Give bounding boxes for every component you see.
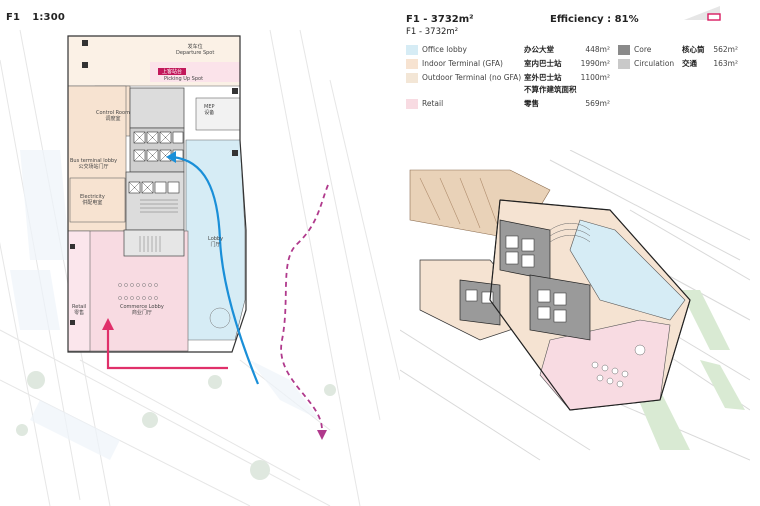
bus-terminal-lobby-label: Bus terminal lobby 公交场站门厅: [70, 158, 117, 170]
legend-swatch: [406, 73, 418, 83]
axo-lobby-stairs: [549, 223, 591, 243]
legend-item-retail: Retail 零售 569m²: [406, 98, 610, 110]
retail-flow-arrow: [106, 326, 228, 370]
legend-area: 448m²: [585, 45, 610, 54]
legend-cn: 核心筒: [682, 45, 705, 54]
axo-retail-seating: [591, 344, 646, 388]
axo-core-cells: [465, 235, 567, 323]
legend-area: 163m²: [713, 59, 738, 68]
legend-area: 1100m²: [580, 73, 610, 82]
departure-en: Departure Spot: [176, 50, 215, 56]
efficiency-label: Efficiency : 81%: [550, 14, 639, 25]
legend-item-office-lobby: Office lobby 办公大堂 448m²: [406, 44, 610, 56]
electricity-cn: 供配电室: [82, 200, 103, 206]
legend-swatch: [406, 99, 418, 109]
departure-cn: 发车位: [187, 44, 203, 50]
legend-en: Circulation: [634, 59, 675, 68]
mep-cn: 设备: [204, 110, 215, 116]
legend-item-indoor-terminal: Indoor Terminal (GFA) 室内巴士站 1990m²: [406, 58, 610, 70]
floor-area-subheading: F1 - 3732m²: [406, 27, 459, 37]
lobby-cn: 门厅: [210, 242, 221, 248]
bus-flow-arrow: [280, 184, 329, 431]
legend-swatch: [618, 45, 630, 55]
building: [67, 35, 247, 353]
plan-scale: 1:300: [32, 12, 66, 23]
legend-en: Outdoor Terminal (no GFA): [422, 73, 522, 82]
legend-area: 562m²: [713, 45, 738, 54]
control-room-label: Control Room 调度室: [96, 110, 130, 122]
control-room-cn: 调度室: [105, 116, 121, 122]
plan-floor-label: F1: [6, 12, 21, 23]
bus-flow-arrowhead: [317, 430, 327, 440]
legend-area: 1990m²: [580, 59, 610, 68]
trees: [16, 371, 336, 480]
core: [70, 40, 238, 325]
picking-up-cn-label: 上客站台: [158, 68, 187, 75]
legend-en: Indoor Terminal (GFA): [422, 59, 503, 68]
axonometric-view: [400, 150, 750, 461]
departure-spot-label: 发车位 Departure Spot: [176, 44, 214, 56]
retail-flow-arrowhead: [102, 318, 114, 330]
legend-cn: 室外巴士站: [524, 73, 562, 82]
lobby-label: Lobby 门厅: [208, 236, 223, 248]
legend-swatch: [618, 59, 630, 69]
legend-item-outdoor-terminal: Outdoor Terminal (no GFA) 室外巴士站 1100m² 不…: [406, 72, 610, 98]
legend-en: Core: [634, 45, 652, 54]
commerce-seating: [118, 283, 231, 329]
legend-note: 不算作建筑面积: [524, 85, 577, 94]
electricity-en: Electricity: [80, 194, 105, 200]
electricity-label: Electricity 供配电室: [80, 194, 105, 206]
legend-area: 569m²: [585, 99, 610, 108]
commerce-lobby-label: Commerce Lobby 商业门厅: [120, 304, 164, 316]
control-room-en: Control Room: [96, 110, 130, 116]
axo-office-lobby: [569, 219, 686, 321]
legend-cn: 交通: [682, 59, 697, 68]
legend-swatch: [406, 45, 418, 55]
bus-lobby-en: Bus terminal lobby: [70, 158, 118, 164]
mep-en: MEP: [204, 104, 215, 110]
office-flow-arrowhead: [166, 151, 176, 163]
plan-title: F1 1:300: [6, 12, 77, 23]
axo-outline: [489, 199, 691, 411]
retail-cn: 零售: [74, 310, 85, 316]
legend-en: Retail: [422, 99, 444, 108]
retail-label: Retail 零售: [72, 304, 86, 316]
legend-swatch: [406, 59, 418, 69]
legend-item-circulation: Circulation 交通 163m²: [618, 58, 738, 70]
legend-en: Office lobby: [422, 45, 467, 54]
floor-plan: [0, 29, 400, 506]
mep-label: MEP 设备: [204, 104, 215, 116]
north-arrow-icon: [684, 6, 721, 21]
legend-cn: 办公大堂: [524, 45, 554, 54]
bus-lobby-cn: 公交场站门厅: [78, 164, 109, 170]
office-flow-arrow: [171, 155, 260, 385]
retail-en: Retail: [72, 304, 87, 310]
legend-item-core: Core 核心筒 562m²: [618, 44, 738, 56]
commerce-lobby-en: Commerce Lobby: [120, 304, 164, 310]
picking-up-en-label: Picking Up Spot: [164, 76, 204, 82]
legend-cn: 室内巴士站: [524, 59, 562, 68]
commerce-lobby-cn: 商业门厅: [131, 310, 152, 316]
floor-area-heading: F1 - 3732m²: [406, 14, 474, 25]
legend-cn: 零售: [524, 99, 539, 108]
site-light-bands: [10, 150, 320, 460]
lobby-en: Lobby: [208, 236, 224, 242]
